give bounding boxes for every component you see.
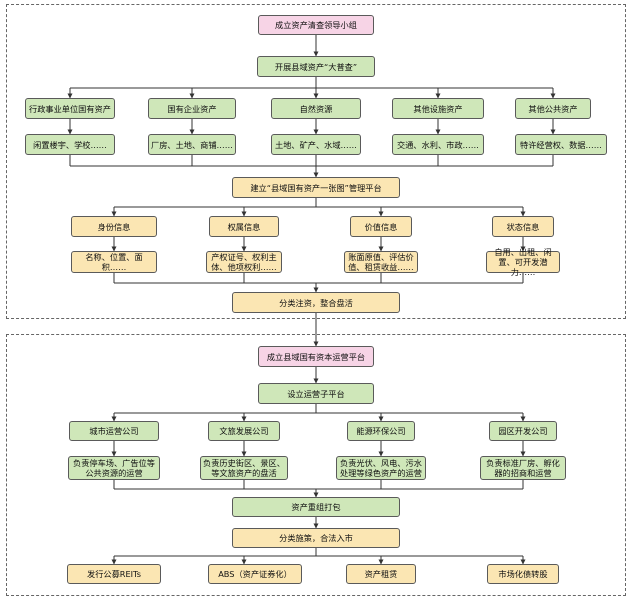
company-node: 城市运营公司 [69,421,159,441]
company-duty-node: 负责历史街区、景区、等文旅资产的盘活 [200,456,288,480]
info-node: 身份信息 [71,216,157,237]
company-node: 园区开发公司 [489,421,557,441]
info-detail-node: 产权证号、权利主体、他项权利…… [206,251,282,273]
category-examples-node: 特许经营权、数据…… [515,134,607,155]
category-node: 其他公共资产 [515,98,591,119]
category-node: 国有企业资产 [148,98,236,119]
one-map-platform-node: 建立“县域国有资产一张图”管理平台 [232,177,400,198]
info-node: 权属信息 [209,216,279,237]
category-examples-node: 厂房、土地、商铺…… [148,134,236,155]
category-examples-node: 土地、矿产、水域…… [271,134,361,155]
info-detail-node: 自用、出租、闲置、可开发潜力…… [486,247,560,277]
sub-platform-node: 设立运营子平台 [258,383,374,404]
capital-platform-node: 成立县域国有资本运营平台 [258,346,374,367]
category-node: 自然资源 [271,98,361,119]
company-node: 文旅发展公司 [208,421,280,441]
category-examples-node: 交通、水利、市政…… [392,134,484,155]
company-node: 能源环保公司 [347,421,415,441]
company-duty-node: 负责停车场、广告位等公共资源的运营 [68,456,160,480]
outcome-node: ABS（资产证券化） [208,564,302,584]
category-node: 其他设施资产 [392,98,484,119]
leader-group-node: 成立资产清查领导小组 [258,15,374,35]
category-node: 行政事业单位国有资产 [25,98,115,119]
repackage-node: 资产重组打包 [232,497,400,517]
category-examples-node: 闲置楼宇、学校…… [25,134,115,155]
info-node: 价值信息 [350,216,412,237]
info-detail-node: 名称、位置、面积…… [71,251,157,273]
consolidate-node: 分类注资，整合盘活 [232,292,400,313]
outcome-node: 发行公募REITs [67,564,161,584]
classify-node: 分类施策，合法入市 [232,528,400,548]
info-node: 状态信息 [492,216,554,237]
company-duty-node: 负责光伏、风电、污水处理等绿色资产的运营 [336,456,426,480]
outcome-node: 资产租赁 [346,564,416,584]
outcome-node: 市场化债转股 [487,564,559,584]
info-detail-node: 账面原值、评估价值、租赁收益…… [344,251,418,273]
census-node: 开展县域资产“大普查” [257,56,375,77]
company-duty-node: 负责标准厂房、孵化器的招商和运营 [480,456,566,480]
